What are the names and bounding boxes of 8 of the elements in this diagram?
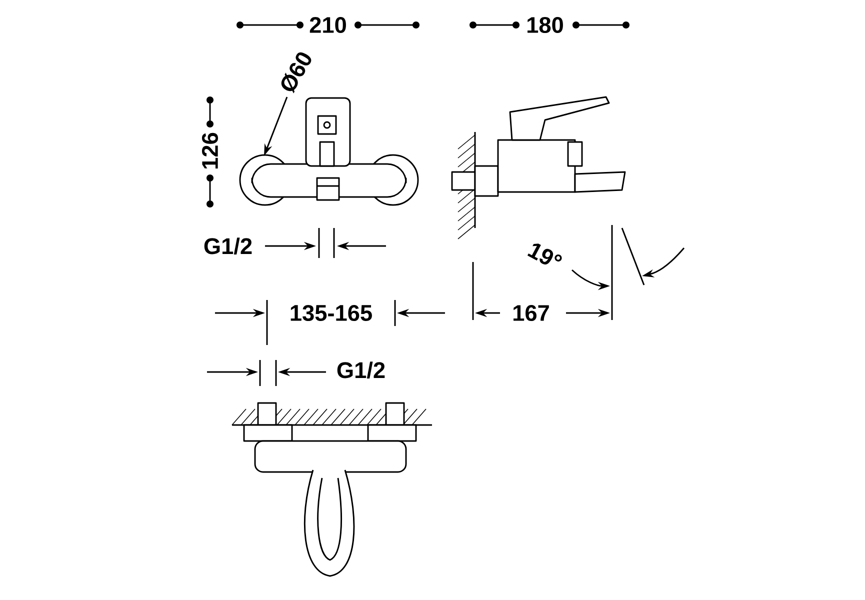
dimension-label: 210 [308,16,348,34]
dimension-label: 167 [510,304,552,322]
dimension-label: 180 [524,16,566,34]
dimension-label: G1/2 [202,236,254,256]
dimension-label: 126 [200,130,220,172]
dimension-label: 19° [524,239,566,273]
dimension-label: 135-165 [288,304,374,322]
dimension-label: G1/2 [335,360,387,380]
